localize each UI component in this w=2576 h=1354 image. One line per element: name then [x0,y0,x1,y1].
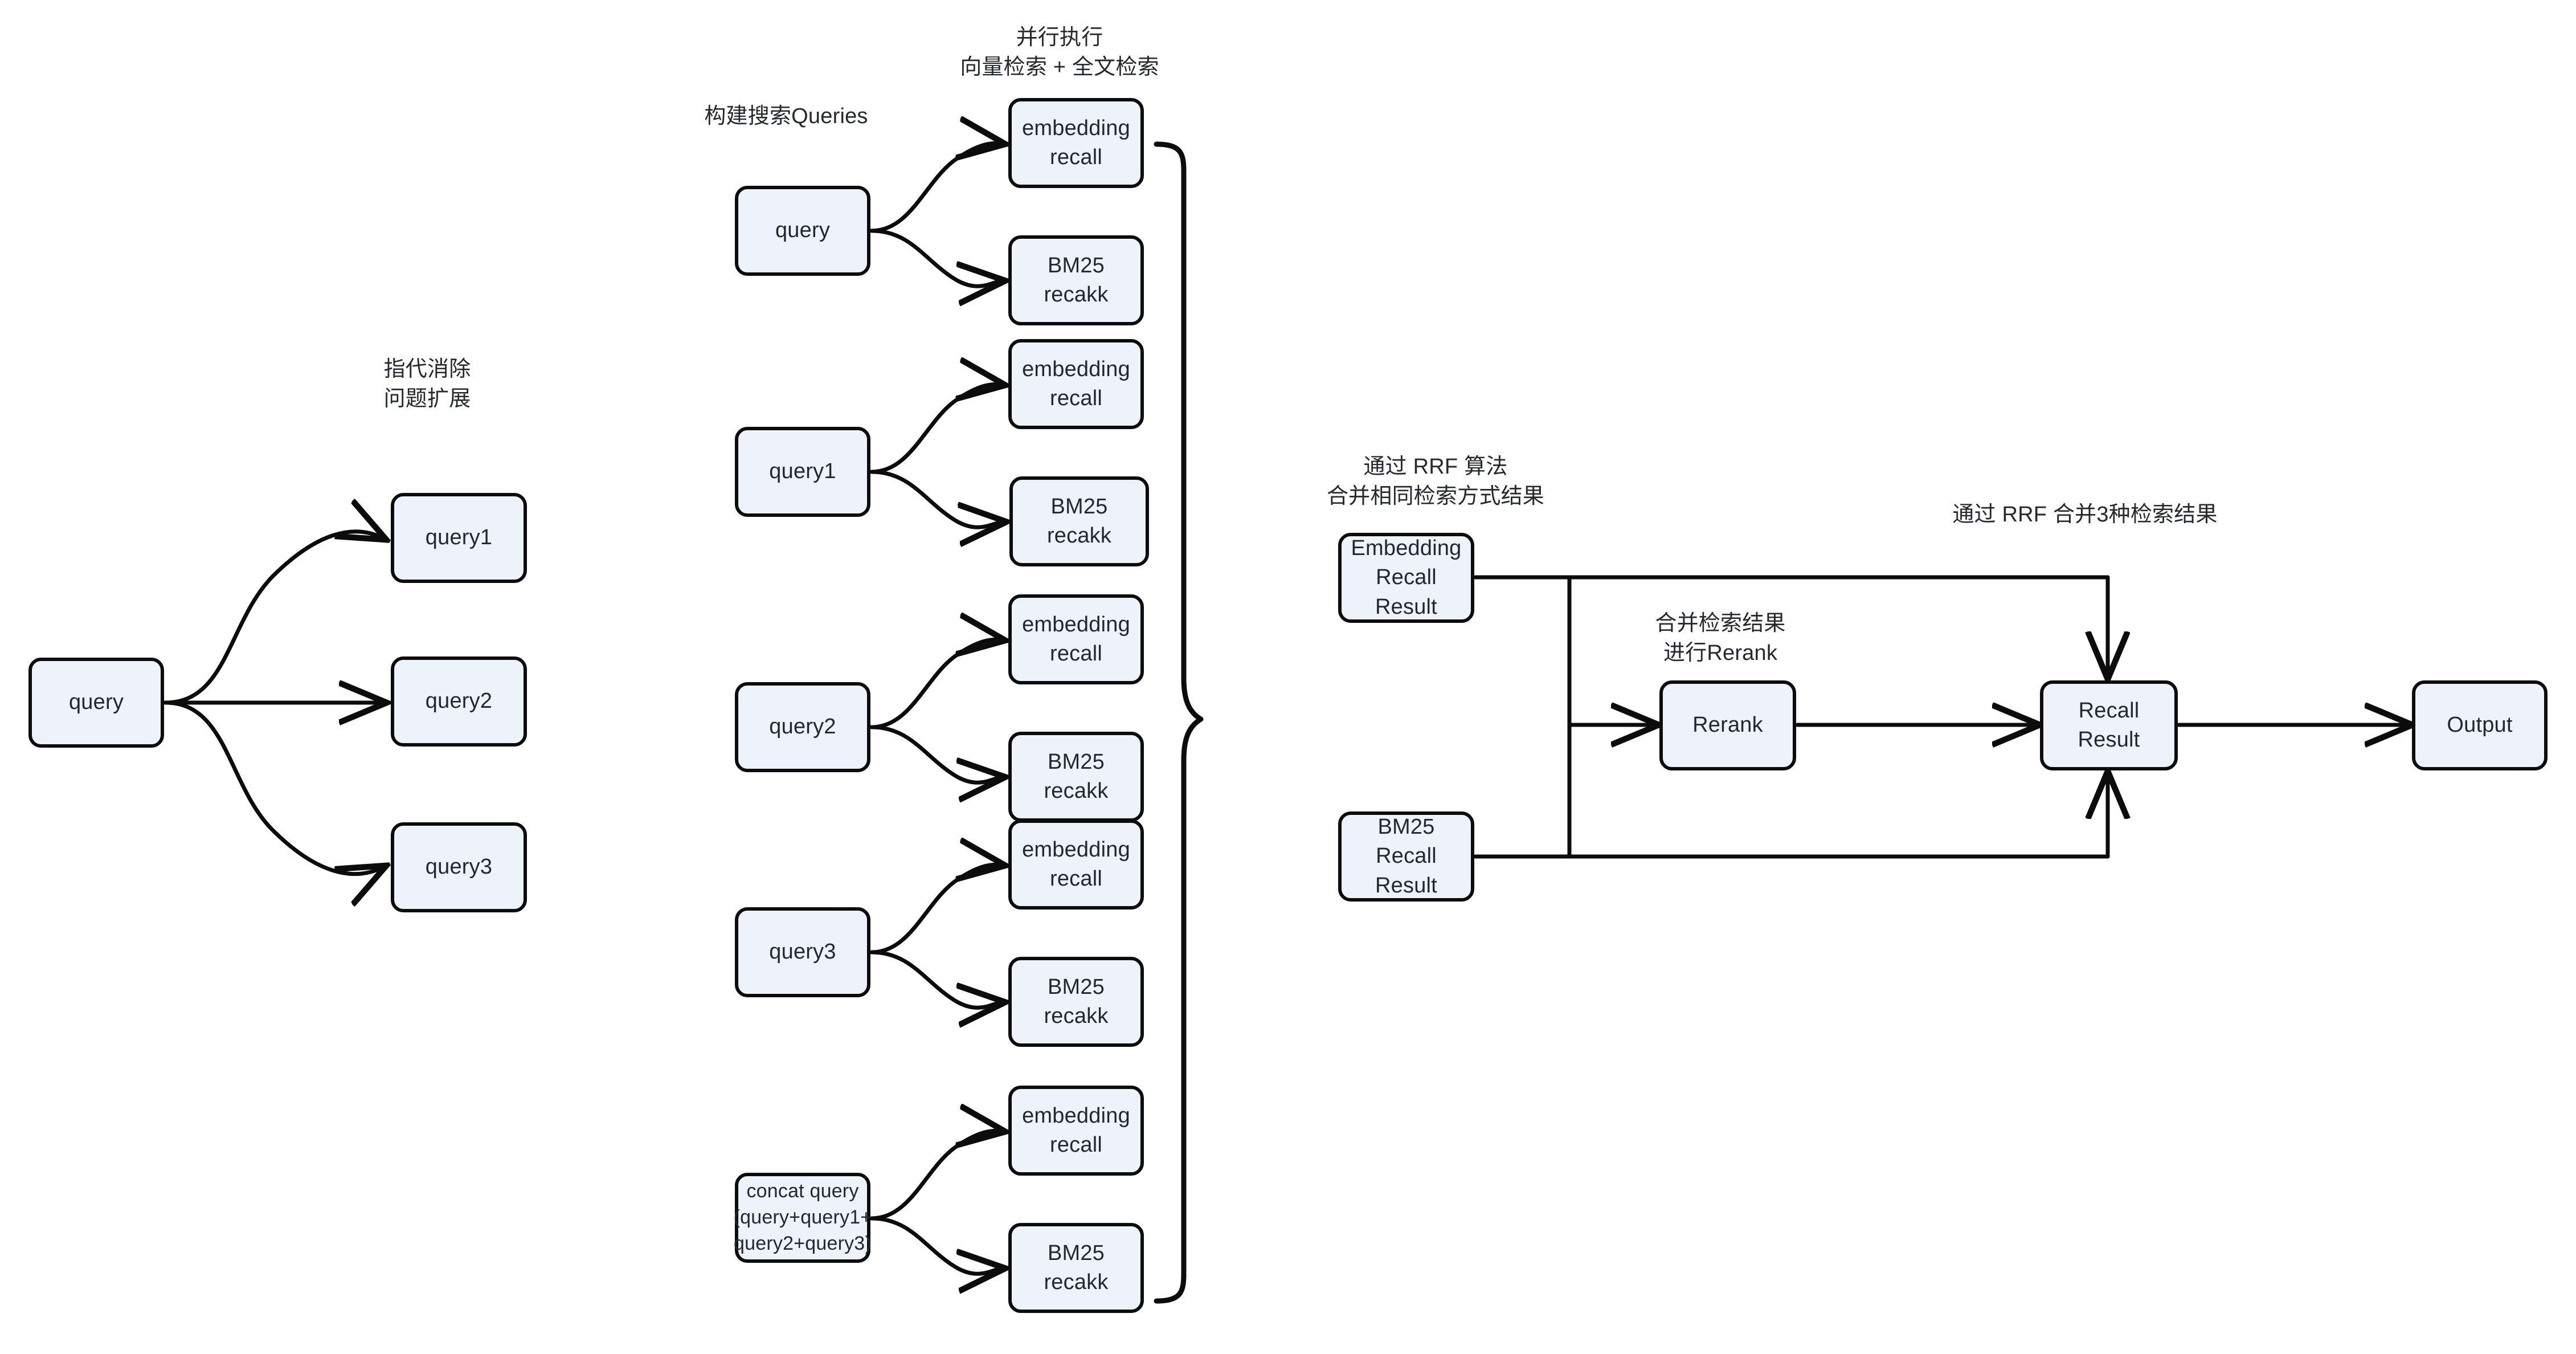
node-embedding-recall-result[interactable]: Embedding Recall Result [1338,533,1474,623]
node-bm25-recall-result[interactable]: BM25 Recall Result [1338,811,1474,902]
edge-concat-bm25 [869,1216,1001,1274]
note-merge-rerank: 合并检索结果 进行Rerank [1655,611,1786,666]
edge-q3-bm25 [869,950,1001,1008]
edge-q1-emb [869,384,1001,474]
node-query2-expanded[interactable]: query2 [391,656,527,747]
edge-concat-emb [869,1131,1001,1221]
node-query-source[interactable]: query [28,658,164,748]
note-parallel-exec: 并行执行 向量检索 + 全文检索 [960,26,1159,80]
note-build-queries: 构建搜索Queries [704,104,868,128]
edge-q2-bm25 [869,725,1001,782]
node-embedding-recall-1[interactable]: embedding recall [1008,98,1144,188]
node-recall-result[interactable]: Recall Result [2040,680,2178,770]
node-embedding-recall-3[interactable]: embedding recall [1008,594,1144,684]
node-query3-expanded[interactable]: query3 [391,822,527,912]
node-query-search[interactable]: query [735,186,870,276]
node-bm25-recall-2[interactable]: BM25 recakk [1009,476,1149,566]
edge-query-to-query1 [163,532,383,705]
edge-q2-emb [869,639,1001,729]
note-rrf-same-method: 通过 RRF 算法 合并相同检索方式结果 [1326,455,1544,509]
edge-q0-bm25 [869,229,1001,286]
edge-q3-emb [869,864,1001,955]
node-bm25-recall-1[interactable]: BM25 recakk [1008,235,1144,325]
node-bm25-recall-3[interactable]: BM25 recakk [1008,732,1144,822]
edge-query-to-query3 [163,700,383,874]
node-concat-query[interactable]: concat query (query+query1+ query2+query… [734,1173,872,1263]
node-query3-search[interactable]: query3 [735,907,870,997]
node-query1-expanded[interactable]: query1 [391,493,527,583]
note-rrf-three: 通过 RRF 合并3种检索结果 [1952,503,2218,527]
note-coref: 指代消除 问题扩展 [383,357,471,411]
node-bm25-recall-5[interactable]: BM25 recakk [1008,1223,1144,1313]
node-embedding-recall-4[interactable]: embedding recall [1008,819,1144,910]
node-output[interactable]: Output [2412,680,2548,770]
node-query2-search[interactable]: query2 [735,682,870,772]
node-embedding-recall-2[interactable]: embedding recall [1008,339,1144,429]
edge-q0-emb [869,143,1001,233]
edge-q1-bm25 [869,470,1003,527]
node-bm25-recall-4[interactable]: BM25 recakk [1008,957,1144,1047]
node-query1-search[interactable]: query1 [735,427,870,517]
node-embedding-recall-5[interactable]: embedding recall [1008,1086,1144,1176]
node-rerank[interactable]: Rerank [1659,680,1796,770]
recall-group-brace [1154,141,1204,1304]
